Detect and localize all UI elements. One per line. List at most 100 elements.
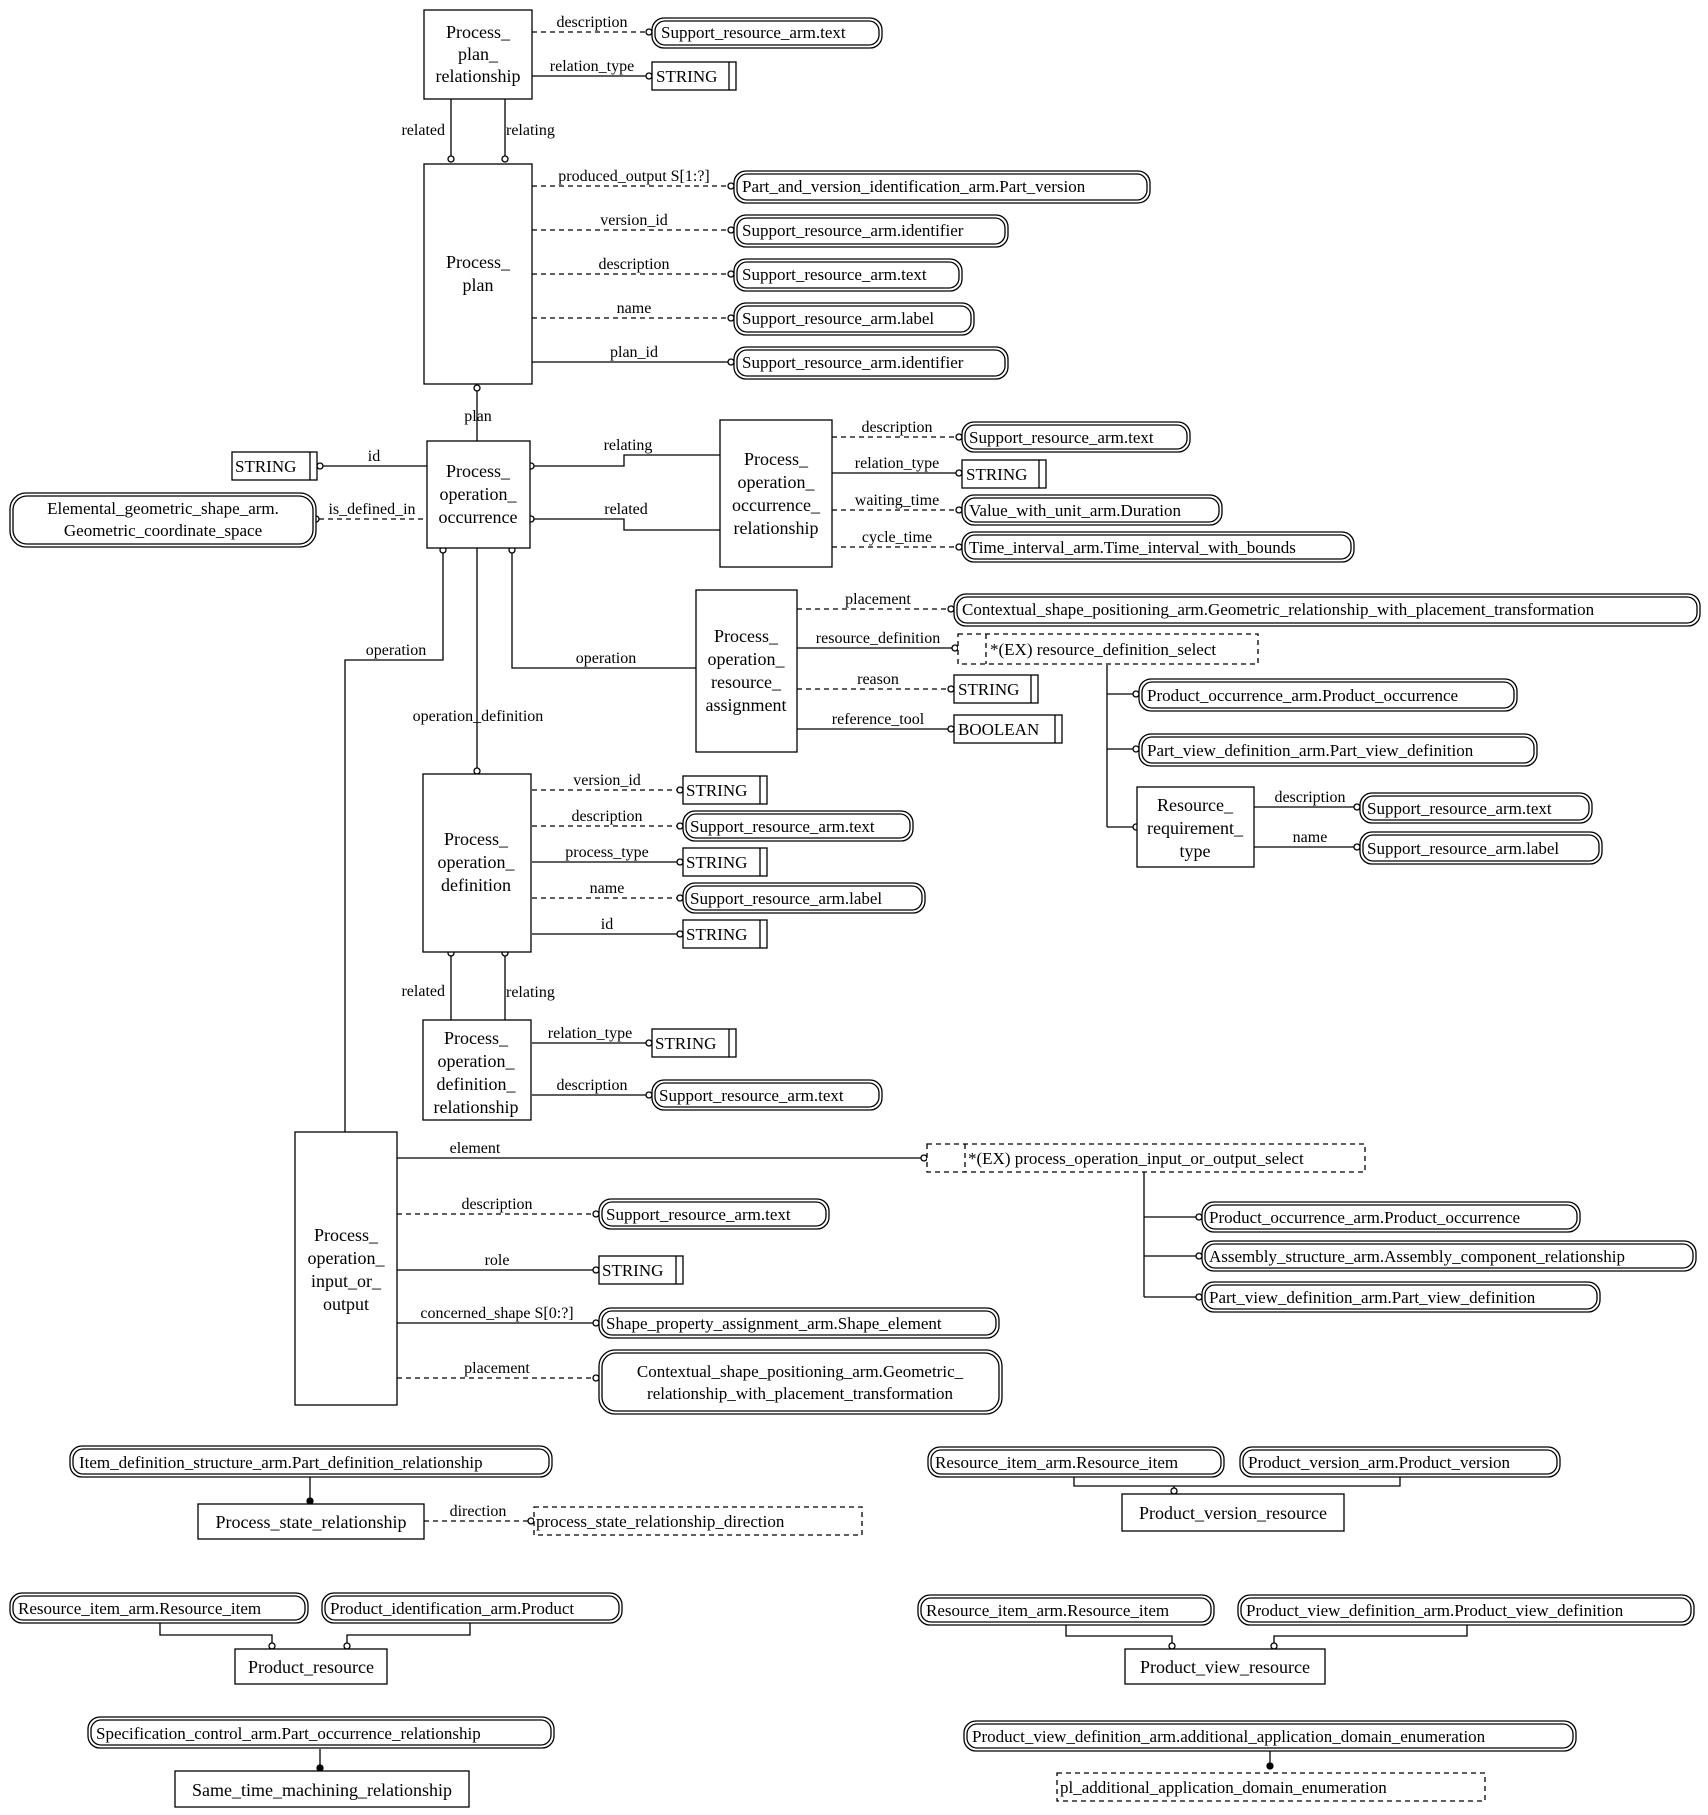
type-support-identifier[interactable]: Support_resource_arm.identifier <box>733 346 1009 380</box>
type-string[interactable]: STRING <box>682 847 768 877</box>
entity-product-version-resource[interactable]: Product_version_resource <box>1121 1493 1345 1532</box>
type-string[interactable]: STRING <box>682 919 768 949</box>
entity-process-operation-occurrence[interactable]: Process_operation_occurrence <box>426 440 531 549</box>
role-label: process_type <box>565 844 649 861</box>
connector-lines <box>159 31 1468 1768</box>
type-support-label[interactable]: Support_resource_arm.label <box>733 302 975 336</box>
svg-text:Contextual_shape_positioning_a: Contextual_shape_positioning_arm.Geometr… <box>637 1362 964 1403</box>
role-label: relating <box>604 437 653 454</box>
type-placement-transformation[interactable]: Contextual_shape_positioning_arm.Geometr… <box>953 593 1701 627</box>
svg-text:Contextual_shape_positioning_a: Contextual_shape_positioning_arm.Geometr… <box>962 600 1595 619</box>
role-label: waiting_time <box>855 492 939 509</box>
role-label: relating <box>506 984 555 1001</box>
type-time-interval[interactable]: Time_interval_arm.Time_interval_with_bou… <box>961 531 1355 563</box>
svg-text:STRING: STRING <box>235 457 296 476</box>
entity-label: Process_operation_definition <box>438 829 516 895</box>
type-resource-definition-select[interactable]: *(EX) resource_definition_select <box>957 633 1259 665</box>
entity-product-resource[interactable]: Product_resource <box>234 1648 388 1685</box>
type-support-text[interactable]: Support_resource_arm.text <box>961 421 1191 453</box>
type-input-or-output-select[interactable]: *(EX) process_operation_input_or_output_… <box>926 1143 1366 1173</box>
type-pl-additional-application-domain-enumeration[interactable]: pl_additional_application_domain_enumera… <box>1056 1772 1486 1802</box>
role-label: operation <box>576 650 636 667</box>
entity-product-view-resource[interactable]: Product_view_resource <box>1124 1648 1326 1685</box>
type-string[interactable]: STRING <box>598 1255 684 1285</box>
entity-label: Process_operation_occurrence <box>439 461 518 527</box>
type-string[interactable]: STRING <box>231 451 318 481</box>
role-label: name <box>590 880 625 897</box>
type-boxes: Support_resource_arm.text STRING Part_an… <box>9 17 1701 1802</box>
type-shape-element[interactable]: Shape_property_assignment_arm.Shape_elem… <box>598 1307 1000 1339</box>
type-part-occurrence-relationship[interactable]: Specification_control_arm.Part_occurrenc… <box>87 1716 555 1749</box>
entity-process-plan-relationship[interactable]: Process_plan_relationship <box>423 9 533 100</box>
svg-text:*(EX) process_operation_input_: *(EX) process_operation_input_or_output_… <box>968 1149 1304 1168</box>
svg-text:Support_resource_arm.text: Support_resource_arm.text <box>1367 799 1552 818</box>
role-label: plan <box>464 408 492 425</box>
svg-text:Assembly_structure_arm.Assembl: Assembly_structure_arm.Assembly_componen… <box>1209 1247 1625 1266</box>
entity-label: Process_operation_input_or_output <box>308 1225 386 1314</box>
entity-same-time-machining-relationship[interactable]: Same_time_machining_relationship <box>174 1770 470 1808</box>
role-label: relating <box>506 122 555 139</box>
type-product-occurrence[interactable]: Product_occurrence_arm.Product_occurrenc… <box>1201 1201 1581 1233</box>
type-product[interactable]: Product_identification_arm.Product <box>321 1592 623 1624</box>
svg-text:Shape_property_assignment_arm.: Shape_property_assignment_arm.Shape_elem… <box>606 1314 942 1333</box>
type-part-definition-relationship[interactable]: Item_definition_structure_arm.Part_defin… <box>69 1445 553 1478</box>
svg-text:Product_view_definition_arm.Pr: Product_view_definition_arm.Product_view… <box>1246 1601 1624 1620</box>
entity-process-operation-input-or-output[interactable]: Process_operation_input_or_output <box>294 1131 398 1406</box>
type-part-view-definition[interactable]: Part_view_definition_arm.Part_view_defin… <box>1201 1281 1601 1313</box>
type-resource-item[interactable]: Resource_item_arm.Resource_item <box>927 1446 1225 1478</box>
entity-resource-requirement-type[interactable]: Resource_requirement_type <box>1136 786 1255 868</box>
svg-text:Part_view_definition_arm.Part_: Part_view_definition_arm.Part_view_defin… <box>1147 741 1474 760</box>
type-process-state-relationship-direction[interactable]: process_state_relationship_direction <box>533 1506 863 1536</box>
svg-text:Specification_control_arm.Part: Specification_control_arm.Part_occurrenc… <box>96 1724 481 1743</box>
type-product-version[interactable]: Product_version_arm.Product_version <box>1239 1446 1561 1478</box>
type-additional-application-domain-enumeration[interactable]: Product_view_definition_arm.additional_a… <box>963 1720 1577 1752</box>
type-assembly-component-relationship[interactable]: Assembly_structure_arm.Assembly_componen… <box>1201 1240 1697 1272</box>
svg-text:Item_definition_structure_arm.: Item_definition_structure_arm.Part_defin… <box>79 1453 483 1472</box>
type-product-occurrence[interactable]: Product_occurrence_arm.Product_occurrenc… <box>1138 678 1518 712</box>
role-label: description <box>556 1077 627 1094</box>
type-string[interactable]: STRING <box>651 1028 737 1058</box>
type-resource-item[interactable]: Resource_item_arm.Resource_item <box>9 1592 309 1624</box>
type-support-label[interactable]: Support_resource_arm.label <box>682 882 926 914</box>
entity-process-operation-resource-assignment[interactable]: Process_operation_resource_assignment <box>695 589 798 753</box>
role-label: related <box>401 983 445 1000</box>
svg-text:Elemental_geometric_shape_arm.: Elemental_geometric_shape_arm.Geometric_… <box>47 499 279 540</box>
type-resource-item[interactable]: Resource_item_arm.Resource_item <box>917 1594 1215 1626</box>
entity-process-plan[interactable]: Process_plan <box>423 163 533 385</box>
type-string[interactable]: STRING <box>682 775 768 805</box>
type-part-version[interactable]: Part_and_version_identification_arm.Part… <box>733 170 1151 204</box>
type-string[interactable]: STRING <box>961 459 1047 489</box>
type-support-text[interactable]: Support_resource_arm.text <box>682 810 914 842</box>
svg-text:Support_resource_arm.identifie: Support_resource_arm.identifier <box>742 221 964 240</box>
type-placement-transformation[interactable]: Contextual_shape_positioning_arm.Geometr… <box>598 1349 1003 1415</box>
type-boolean[interactable]: BOOLEAN <box>953 714 1063 744</box>
role-label: element <box>450 1140 501 1157</box>
type-support-identifier[interactable]: Support_resource_arm.identifier <box>733 214 1009 248</box>
type-support-text[interactable]: Support_resource_arm.text <box>733 258 963 292</box>
svg-text:STRING: STRING <box>656 67 717 86</box>
role-label: placement <box>464 1360 530 1377</box>
type-support-label[interactable]: Support_resource_arm.label <box>1359 831 1603 865</box>
entity-process-operation-definition-relationship[interactable]: Process_operation_definition_relationshi… <box>422 1019 532 1121</box>
type-support-text[interactable]: Support_resource_arm.text <box>651 17 883 49</box>
entity-process-operation-definition[interactable]: Process_operation_definition <box>422 773 532 953</box>
role-label: version_id <box>600 212 668 229</box>
type-part-view-definition[interactable]: Part_view_definition_arm.Part_view_defin… <box>1138 733 1538 767</box>
type-support-text[interactable]: Support_resource_arm.text <box>651 1079 883 1111</box>
svg-text:Support_resource_arm.identifie: Support_resource_arm.identifier <box>742 353 964 372</box>
type-string[interactable]: STRING <box>953 674 1039 704</box>
svg-text:STRING: STRING <box>655 1034 716 1053</box>
entity-process-operation-occurrence-relationship[interactable]: Process_operation_occurrence_relationshi… <box>719 419 833 568</box>
type-duration[interactable]: Value_with_unit_arm.Duration <box>961 494 1223 526</box>
role-label: reason <box>857 671 899 688</box>
role-label: reference_tool <box>832 711 925 728</box>
role-label: role <box>485 1252 510 1269</box>
type-product-view-definition[interactable]: Product_view_definition_arm.Product_view… <box>1237 1594 1695 1626</box>
entity-process-state-relationship[interactable]: Process_state_relationship <box>197 1503 425 1540</box>
type-support-text[interactable]: Support_resource_arm.text <box>1359 792 1593 824</box>
type-geometric-coordinate-space[interactable]: Elemental_geometric_shape_arm.Geometric_… <box>9 492 317 548</box>
role-label: relation_type <box>855 455 939 472</box>
type-string[interactable]: STRING <box>651 61 737 91</box>
type-support-text[interactable]: Support_resource_arm.text <box>598 1198 830 1230</box>
